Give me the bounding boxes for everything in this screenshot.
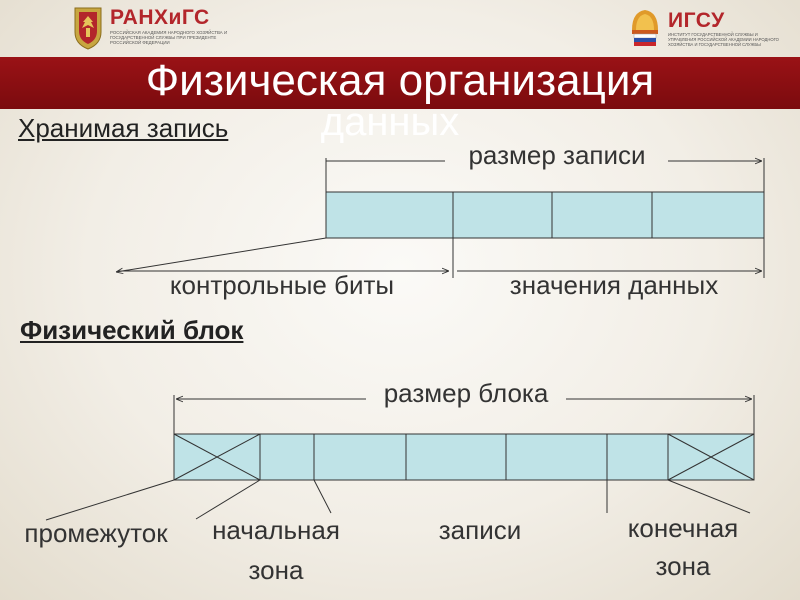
- control-bits-label: контрольные биты: [169, 270, 395, 300]
- record-data-cell: [452, 191, 553, 239]
- record-control-bits-cell: [325, 191, 454, 239]
- block-end-zone-cell: [606, 433, 669, 481]
- start-zone-label-line2: зона: [248, 555, 304, 585]
- record-data-cell: [551, 191, 653, 239]
- block-start-zone-cell: [259, 433, 315, 481]
- records-label: записи: [438, 515, 522, 545]
- block-record-cell: [405, 433, 507, 481]
- stored-record-heading: Хранимая запись: [18, 113, 229, 143]
- ranepa-logo-subtitle: Российская академия народного хозяйства …: [110, 30, 228, 45]
- record-data-cell: [651, 191, 765, 239]
- record-parts-dimension: [116, 237, 765, 278]
- block-record-cell: [313, 433, 407, 481]
- physical-block-heading: Физический блок: [20, 315, 244, 345]
- igsu-logo-name: ИГСУ: [668, 9, 725, 32]
- igsu-logo: ИГСУ Институт государственной службы и у…: [628, 4, 779, 52]
- slide-title: Физическая организация: [145, 56, 655, 105]
- slide-title-continuation: данных: [320, 100, 460, 144]
- ranepa-logo: РАНХиГС Российская академия народного хо…: [72, 4, 227, 52]
- block-pointer-lines: [45, 479, 751, 521]
- block-size-dimension: [173, 395, 755, 434]
- building-dome-icon: [632, 10, 658, 46]
- title-bar: [0, 57, 800, 109]
- block-size-label: размер блока: [383, 378, 549, 408]
- end-zone-label: конечная: [627, 513, 739, 543]
- gap-label: промежуток: [24, 518, 168, 548]
- end-zone-label-line2: зона: [655, 551, 711, 581]
- data-values-label: значения данных: [509, 270, 719, 300]
- stored-record: [325, 191, 765, 239]
- start-zone-label: начальная: [212, 515, 340, 545]
- block-record-cell: [505, 433, 608, 481]
- record-size-dimension: [325, 158, 765, 192]
- record-size-label: размер записи: [468, 140, 646, 170]
- ranepa-logo-name: РАНХиГС: [110, 6, 210, 29]
- igsu-logo-subtitle: Институт государственной службы и управл…: [668, 32, 779, 47]
- eagle-emblem-icon: [74, 7, 102, 50]
- physical-block: [173, 433, 755, 481]
